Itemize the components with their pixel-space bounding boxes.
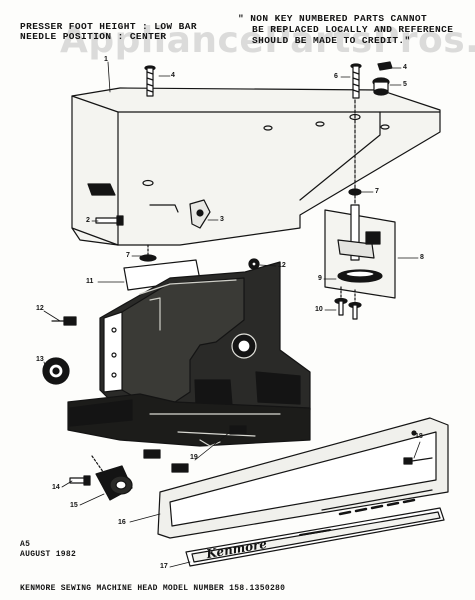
screw-part-12-top xyxy=(248,258,260,270)
callout-7-right: 7 xyxy=(375,188,379,195)
callout-10: 10 xyxy=(315,306,323,313)
watermark: AppliancePartsPros.com xyxy=(60,20,475,61)
header-needle-position: NEEDLE POSITION : CENTER xyxy=(20,31,167,42)
callout-12-top: 12 xyxy=(278,262,286,269)
screw-part-4-right xyxy=(377,61,393,71)
screw-part-18 xyxy=(403,457,433,465)
callout-2: 2 xyxy=(86,217,90,224)
callout-11: 11 xyxy=(86,278,94,285)
header-note-line3: SHOULD BE MADE TO CREDIT." xyxy=(252,35,411,46)
callout-12-left: 12 xyxy=(36,305,44,312)
screw-part-14 xyxy=(69,475,91,486)
header-note-line2: BE REPLACED LOCALLY AND REFERENCE xyxy=(252,24,454,35)
footer-model-number: KENMORE SEWING MACHINE HEAD MODEL NUMBER… xyxy=(20,584,286,593)
header-note-line1: " NON KEY NUMBERED PARTS CANNOT xyxy=(238,13,428,24)
bushing-part-5 xyxy=(372,77,390,96)
knob-part-13 xyxy=(42,357,70,385)
callout-15: 15 xyxy=(70,502,78,509)
callout-7-left: 7 xyxy=(126,252,130,259)
leader-lines xyxy=(43,61,421,568)
callout-16: 16 xyxy=(118,519,126,526)
callout-4-left: 4 xyxy=(171,72,175,79)
header-presser-foot: PRESSER FOOT HEIGHT : LOW BAR xyxy=(20,21,197,32)
screws-part-10 xyxy=(334,286,362,320)
bulbs-part-19 xyxy=(143,425,247,473)
screw-part-6 xyxy=(350,63,362,99)
callout-18: 18 xyxy=(415,433,423,440)
callout-19: 19 xyxy=(190,454,198,461)
callout-13: 13 xyxy=(36,356,44,363)
callout-8: 8 xyxy=(420,254,424,261)
top-cover-plate xyxy=(71,87,441,246)
bracket-assembly-part-8 xyxy=(324,99,396,299)
bracket-part-3 xyxy=(189,199,211,229)
callout-5: 5 xyxy=(403,81,407,88)
callout-6: 6 xyxy=(334,73,338,80)
revision-date: AUGUST 1982 xyxy=(20,550,77,559)
callout-17: 17 xyxy=(160,563,168,570)
callout-14: 14 xyxy=(52,484,60,491)
machine-head-body xyxy=(67,261,311,447)
callout-4-right: 4 xyxy=(403,64,407,71)
nameplate-part-17 xyxy=(185,507,445,567)
callout-9: 9 xyxy=(318,275,322,282)
front-panel-part-16 xyxy=(157,417,449,539)
callout-1: 1 xyxy=(104,56,108,63)
washer-part-7-left xyxy=(139,244,157,262)
revision-code: A5 xyxy=(20,540,31,549)
stitch-knob-part-15 xyxy=(91,455,133,501)
screw-part-12-left xyxy=(51,316,77,326)
callout-3: 3 xyxy=(220,216,224,223)
screw-part-2 xyxy=(95,215,124,226)
screw-part-4-left xyxy=(144,65,156,97)
